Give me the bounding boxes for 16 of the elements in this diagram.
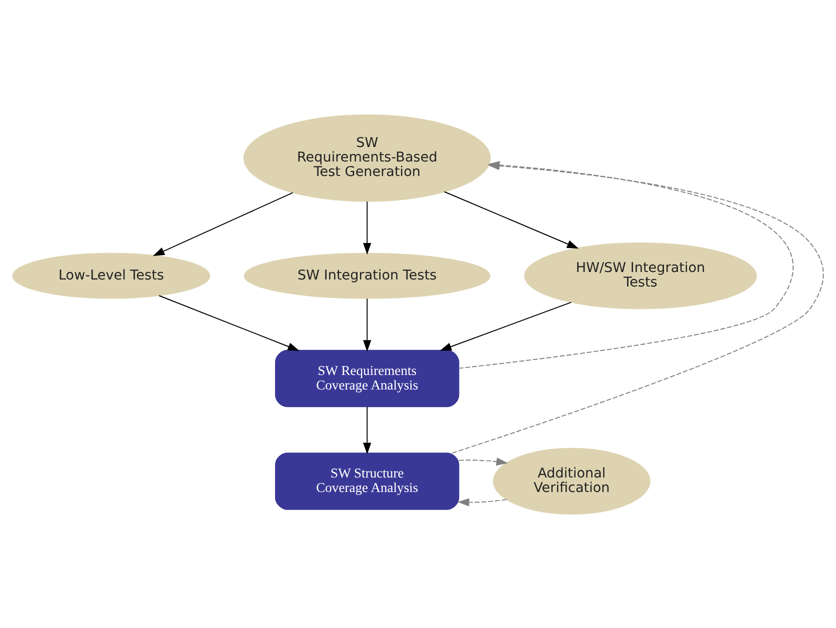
arrow <box>363 200 372 254</box>
node-ellipse: SW Integration Tests <box>244 252 490 298</box>
arrow <box>152 192 294 256</box>
arrow <box>458 498 508 506</box>
node-ellipse: HW/SW Integration Tests <box>524 242 757 309</box>
node-ellipse: Low-Level Tests <box>12 252 210 298</box>
arrow <box>444 190 579 248</box>
arrow <box>363 406 372 454</box>
arrow <box>363 298 372 352</box>
node-box: SW Requirements Coverage Analysis <box>275 349 460 407</box>
node-box: SW Structure Coverage Analysis <box>275 452 460 510</box>
arrow <box>440 301 572 350</box>
node-ellipse: SW Requirements-Based Test Generation <box>243 114 491 202</box>
node-ellipse: Additional Verification <box>492 447 650 514</box>
arrow <box>458 457 508 466</box>
arrow <box>158 294 300 350</box>
